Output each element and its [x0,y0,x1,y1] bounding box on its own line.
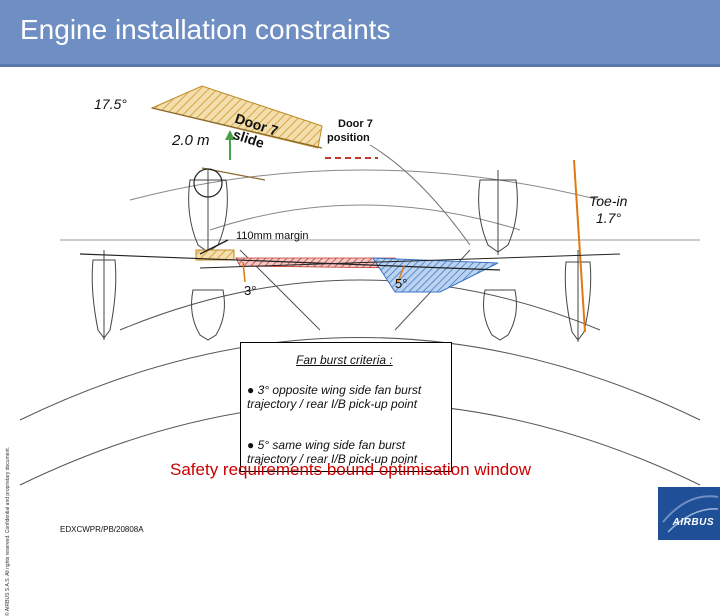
margin-label: 110mm margin [236,230,309,242]
logo-text: AIRBUS [672,517,714,528]
criteria-heading: Fan burst criteria : [296,353,393,367]
engine-diagram [19,85,701,486]
fan-circle [193,168,223,198]
engine-right-outboard [564,250,592,342]
angle-label-5: 5° [395,276,408,291]
logo-swoosh-icon [662,495,719,533]
margin-arrow [199,239,229,255]
page-title: Engine installation constraints [20,14,391,45]
title-bar-edge [0,64,720,67]
safety-statement: Safety requirements bound optimisation w… [170,460,531,479]
angle-5-arrow [397,265,405,283]
distance-label: 2.0 m [172,132,210,149]
angle-label-17-5: 17.5° [94,96,127,112]
criteria-item: ● 3° opposite wing side fan burst trajec… [247,383,422,411]
copyright-notice: © AIRBUS S.A.S. All rights reserved. Con… [5,446,11,616]
criteria-item-text: 5° same wing side fan burst trajectory /… [247,438,418,466]
toe-in-label-1: Toe-in [589,193,628,209]
title-bar: Engine installation constraints [0,0,720,67]
distance-arrow-head [225,130,235,140]
angle-label-3: 3° [244,283,257,298]
engine-left-outboard [91,250,117,340]
door-slide-zone [150,85,323,149]
toe-in-label-2: 1.7° [596,210,622,226]
burst-line-5deg [199,253,621,269]
document-id: EDXCWPR/PB/20808A [60,525,144,534]
door-position-label-1: Door 7 [338,118,373,130]
door-position-label-2: position [327,132,370,144]
engine-right-inboard [478,170,518,341]
criteria-item-text: 3° opposite wing side fan burst trajecto… [247,383,422,411]
engine-left-inboard [188,170,228,341]
margin-zone [195,249,235,261]
fan-burst-criteria-box: Fan burst criteria : ● 3° opposite wing … [240,342,452,472]
slide-top-line [151,107,323,149]
angle-3-arrow [242,261,246,283]
criteria-item: ● 5° same wing side fan burst trajectory… [247,438,418,466]
toe-in-line [573,159,586,333]
burst-zone-5deg [372,257,499,293]
burst-line-3deg [79,253,501,271]
airbus-logo: AIRBUS [658,487,720,540]
